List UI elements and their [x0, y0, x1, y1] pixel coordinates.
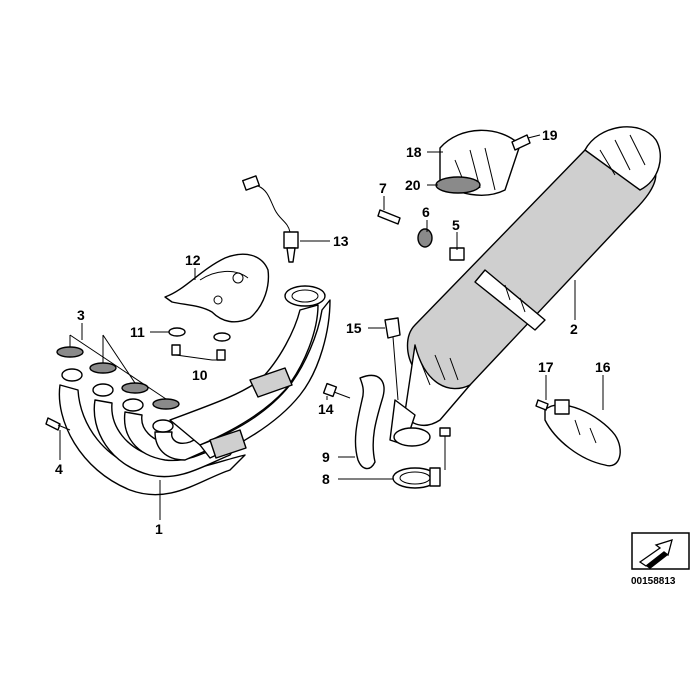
- muffler-mounting: [377, 209, 465, 261]
- callout-9: 9: [322, 449, 330, 465]
- callout-8: 8: [322, 471, 330, 487]
- callout-5: 5: [452, 217, 460, 233]
- exhaust-gaskets: [56, 334, 180, 410]
- reference-box: 00158813: [631, 532, 690, 587]
- callout-3: 3: [77, 307, 85, 323]
- callout-10: 10: [192, 367, 208, 383]
- callout-4: 4: [55, 461, 63, 477]
- callout-13: 13: [333, 233, 349, 249]
- callout-20: 20: [405, 177, 421, 193]
- callout-11: 11: [130, 324, 145, 340]
- callout-6: 6: [422, 204, 430, 220]
- muffler: [389, 126, 661, 447]
- callout-19: 19: [542, 127, 558, 143]
- callout-15: 15: [346, 320, 362, 336]
- clip: [384, 317, 401, 401]
- exhaust-header-pipes: [58, 285, 331, 496]
- muffler-end-cap: [435, 129, 531, 196]
- callout-1: 1: [155, 521, 163, 537]
- muffler-bracket: [322, 374, 385, 470]
- callout-14: 14: [318, 401, 334, 417]
- callout-2: 2: [570, 321, 578, 337]
- callout-7: 7: [379, 180, 387, 196]
- header-bolt: [45, 417, 71, 431]
- callout-12: 12: [185, 252, 201, 268]
- callout-16: 16: [595, 359, 611, 375]
- pipe-clamp: [392, 427, 451, 489]
- clamp-band: [535, 399, 621, 467]
- lambda-sensor: [242, 175, 299, 263]
- callout-17: 17: [538, 359, 554, 375]
- callout-18: 18: [406, 144, 422, 160]
- leader-lines: [59, 134, 604, 520]
- reference-code: 00158813: [631, 576, 676, 587]
- heat-shield: [164, 253, 270, 323]
- callout-labels: 1 2 3 4 5 6 7 8 9 10 11 12 13 14 15 16 1…: [55, 127, 611, 537]
- washer-and-bolt: [168, 327, 231, 361]
